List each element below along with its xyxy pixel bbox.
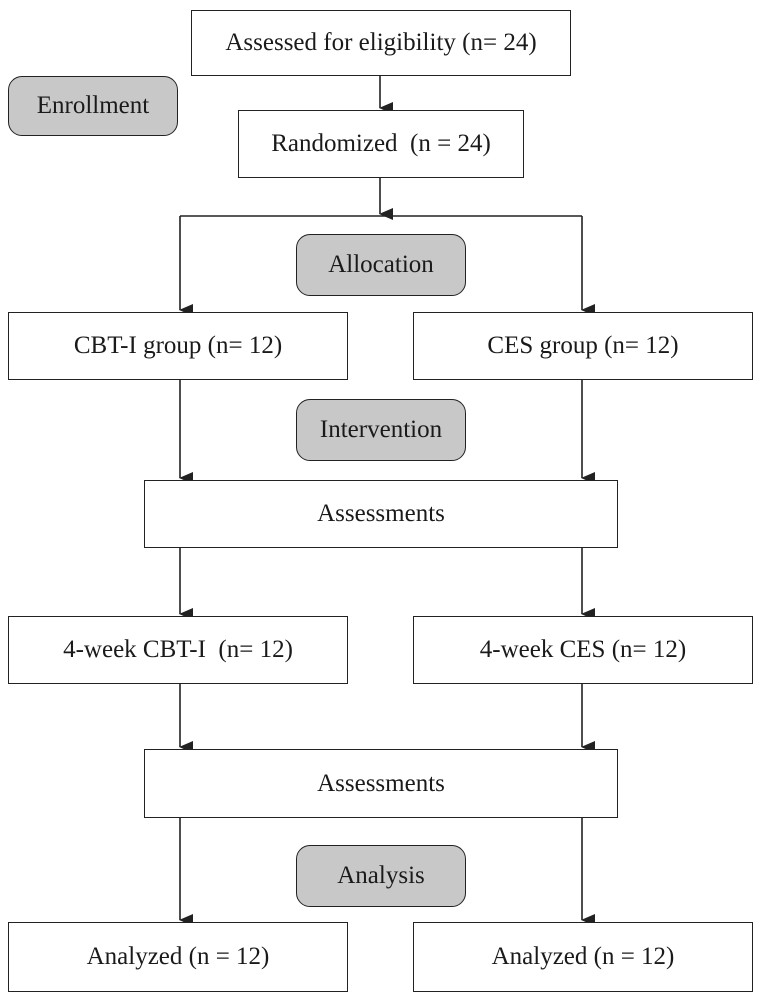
box-assessments-1: Assessments [144,480,618,548]
stage-intervention: Intervention [296,399,466,461]
stage-analysis: Analysis [296,845,466,907]
box-analyzed-right: Analyzed (n = 12) [413,922,753,992]
box-assessments-2: Assessments [144,749,618,818]
box-cbti-4week: 4-week CBT-I (n= 12) [8,616,348,684]
box-ces-group: CES group (n= 12) [413,312,753,380]
box-ces-4week: 4-week CES (n= 12) [413,616,753,684]
box-randomized: Randomized (n = 24) [238,110,524,178]
box-assessed-for-eligibility: Assessed for eligibility (n= 24) [191,10,571,76]
stage-allocation: Allocation [296,234,466,296]
box-analyzed-left: Analyzed (n = 12) [8,922,348,992]
stage-enrollment: Enrollment [8,76,178,136]
box-cbti-group: CBT-I group (n= 12) [8,312,348,380]
